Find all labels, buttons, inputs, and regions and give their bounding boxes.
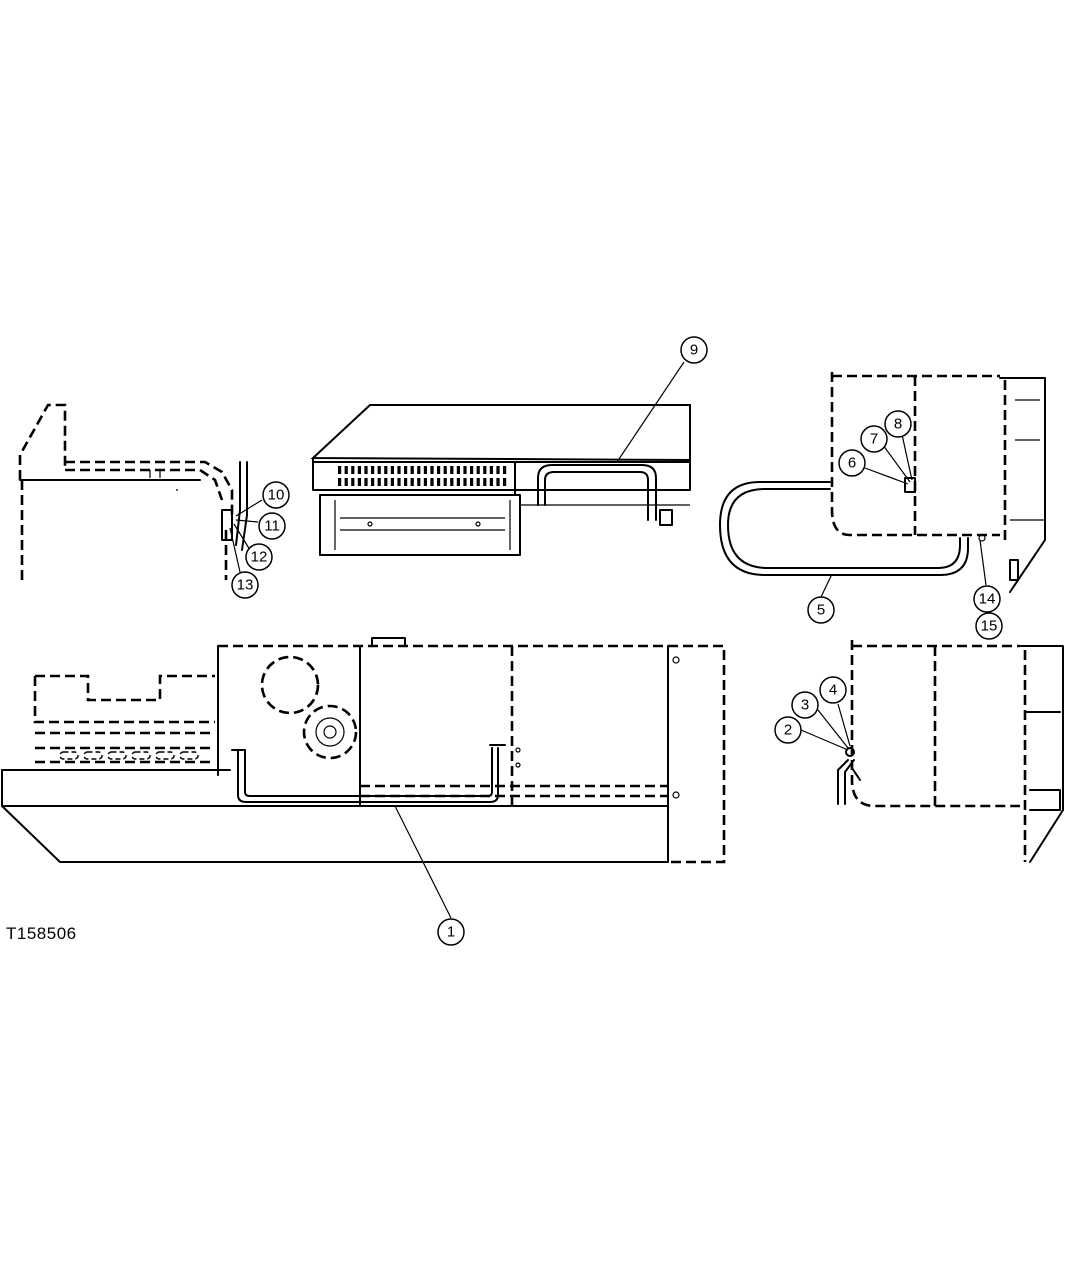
view-bottom-left	[1, 637, 726, 864]
vent-slot	[437, 478, 441, 486]
vent-slot	[417, 478, 421, 486]
svg-text:15: 15	[981, 618, 998, 635]
leader-lines	[229, 361, 987, 919]
callout-6: 6	[838, 449, 866, 477]
callout-3: 3	[791, 691, 819, 719]
vent-slot	[463, 478, 467, 486]
vent-slot	[410, 466, 414, 474]
svg-text:2: 2	[784, 722, 792, 739]
svg-text:10: 10	[268, 487, 285, 504]
vent-slot	[470, 466, 474, 474]
vent-slot	[443, 466, 447, 474]
vent-slot	[371, 466, 375, 474]
vent-slot	[338, 466, 342, 474]
svg-text:6: 6	[848, 455, 856, 472]
vent-slot	[397, 478, 401, 486]
svg-text:11: 11	[264, 518, 280, 535]
vent-slot	[344, 478, 348, 486]
vent-slot	[443, 478, 447, 486]
callout-5: 5	[807, 596, 835, 624]
vent-slot	[404, 478, 408, 486]
vent-slot	[351, 466, 355, 474]
vent-slot	[390, 466, 394, 474]
vent-slot	[390, 478, 394, 486]
vent-slot	[483, 466, 487, 474]
vent-slot	[503, 466, 507, 474]
vent-slot	[489, 478, 493, 486]
vent-slot	[503, 478, 507, 486]
svg-text:5: 5	[817, 602, 825, 619]
vent-slot	[470, 478, 474, 486]
vent-slot	[423, 478, 427, 486]
view-upper-left	[18, 403, 248, 585]
vent-slot	[364, 466, 368, 474]
vent-slot	[351, 478, 355, 486]
callout-13: 13	[231, 571, 259, 599]
vent-slot	[423, 466, 427, 474]
vent-slot	[338, 478, 342, 486]
view-top-center	[310, 404, 691, 556]
oval-slot	[59, 751, 79, 760]
figure-id-label: T158506	[6, 924, 77, 943]
vent-slot	[344, 466, 348, 474]
svg-text:13: 13	[237, 577, 254, 594]
vent-slot	[456, 466, 460, 474]
vent-slot	[384, 466, 388, 474]
callout-12: 12	[245, 543, 273, 571]
callout-4: 4	[819, 676, 847, 704]
vent-slot	[377, 466, 381, 474]
oval-slot	[179, 751, 199, 760]
view-upper-right	[719, 372, 1046, 593]
oval-slot	[83, 751, 103, 760]
svg-text:3: 3	[801, 697, 809, 714]
callout-7: 7	[860, 425, 888, 453]
vent-slot	[456, 478, 460, 486]
vent-slot	[463, 466, 467, 474]
oval-slot	[131, 751, 151, 760]
callout-11: 11	[258, 512, 286, 540]
vent-slot	[476, 466, 480, 474]
vent-slot	[496, 466, 500, 474]
vent-slot	[430, 466, 434, 474]
vent-slot	[357, 478, 361, 486]
oval-slot	[155, 751, 175, 760]
svg-text:4: 4	[829, 682, 837, 699]
callout-8: 8	[884, 410, 912, 438]
callout-9: 9	[680, 336, 708, 364]
oval-slot	[107, 751, 127, 760]
svg-text:7: 7	[870, 431, 878, 448]
vent-slot	[410, 478, 414, 486]
svg-text:8: 8	[894, 416, 902, 433]
callout-14: 14	[973, 585, 1001, 613]
vent-slot	[450, 478, 454, 486]
vent-slot	[371, 478, 375, 486]
vent-slot	[476, 478, 480, 486]
vent-slot	[489, 466, 493, 474]
vent-slot	[450, 466, 454, 474]
vent-slot	[357, 466, 361, 474]
vent-slot	[384, 478, 388, 486]
vent-slot	[430, 478, 434, 486]
svg-text:12: 12	[251, 549, 268, 566]
vent-slot	[496, 478, 500, 486]
svg-text:1: 1	[447, 924, 455, 941]
view-bottom-right	[837, 640, 1064, 863]
svg-text:9: 9	[690, 342, 698, 359]
vent-slot	[483, 478, 487, 486]
vent-slot	[397, 466, 401, 474]
vent-slot	[417, 466, 421, 474]
vent-slot	[437, 466, 441, 474]
vent-slot	[377, 478, 381, 486]
vent-slot	[404, 466, 408, 474]
callout-2: 2	[774, 716, 802, 744]
vent-slot	[364, 478, 368, 486]
callout-10: 10	[262, 481, 290, 509]
svg-text:14: 14	[979, 591, 996, 608]
callout-1: 1	[437, 918, 465, 946]
callout-15: 15	[975, 612, 1003, 640]
